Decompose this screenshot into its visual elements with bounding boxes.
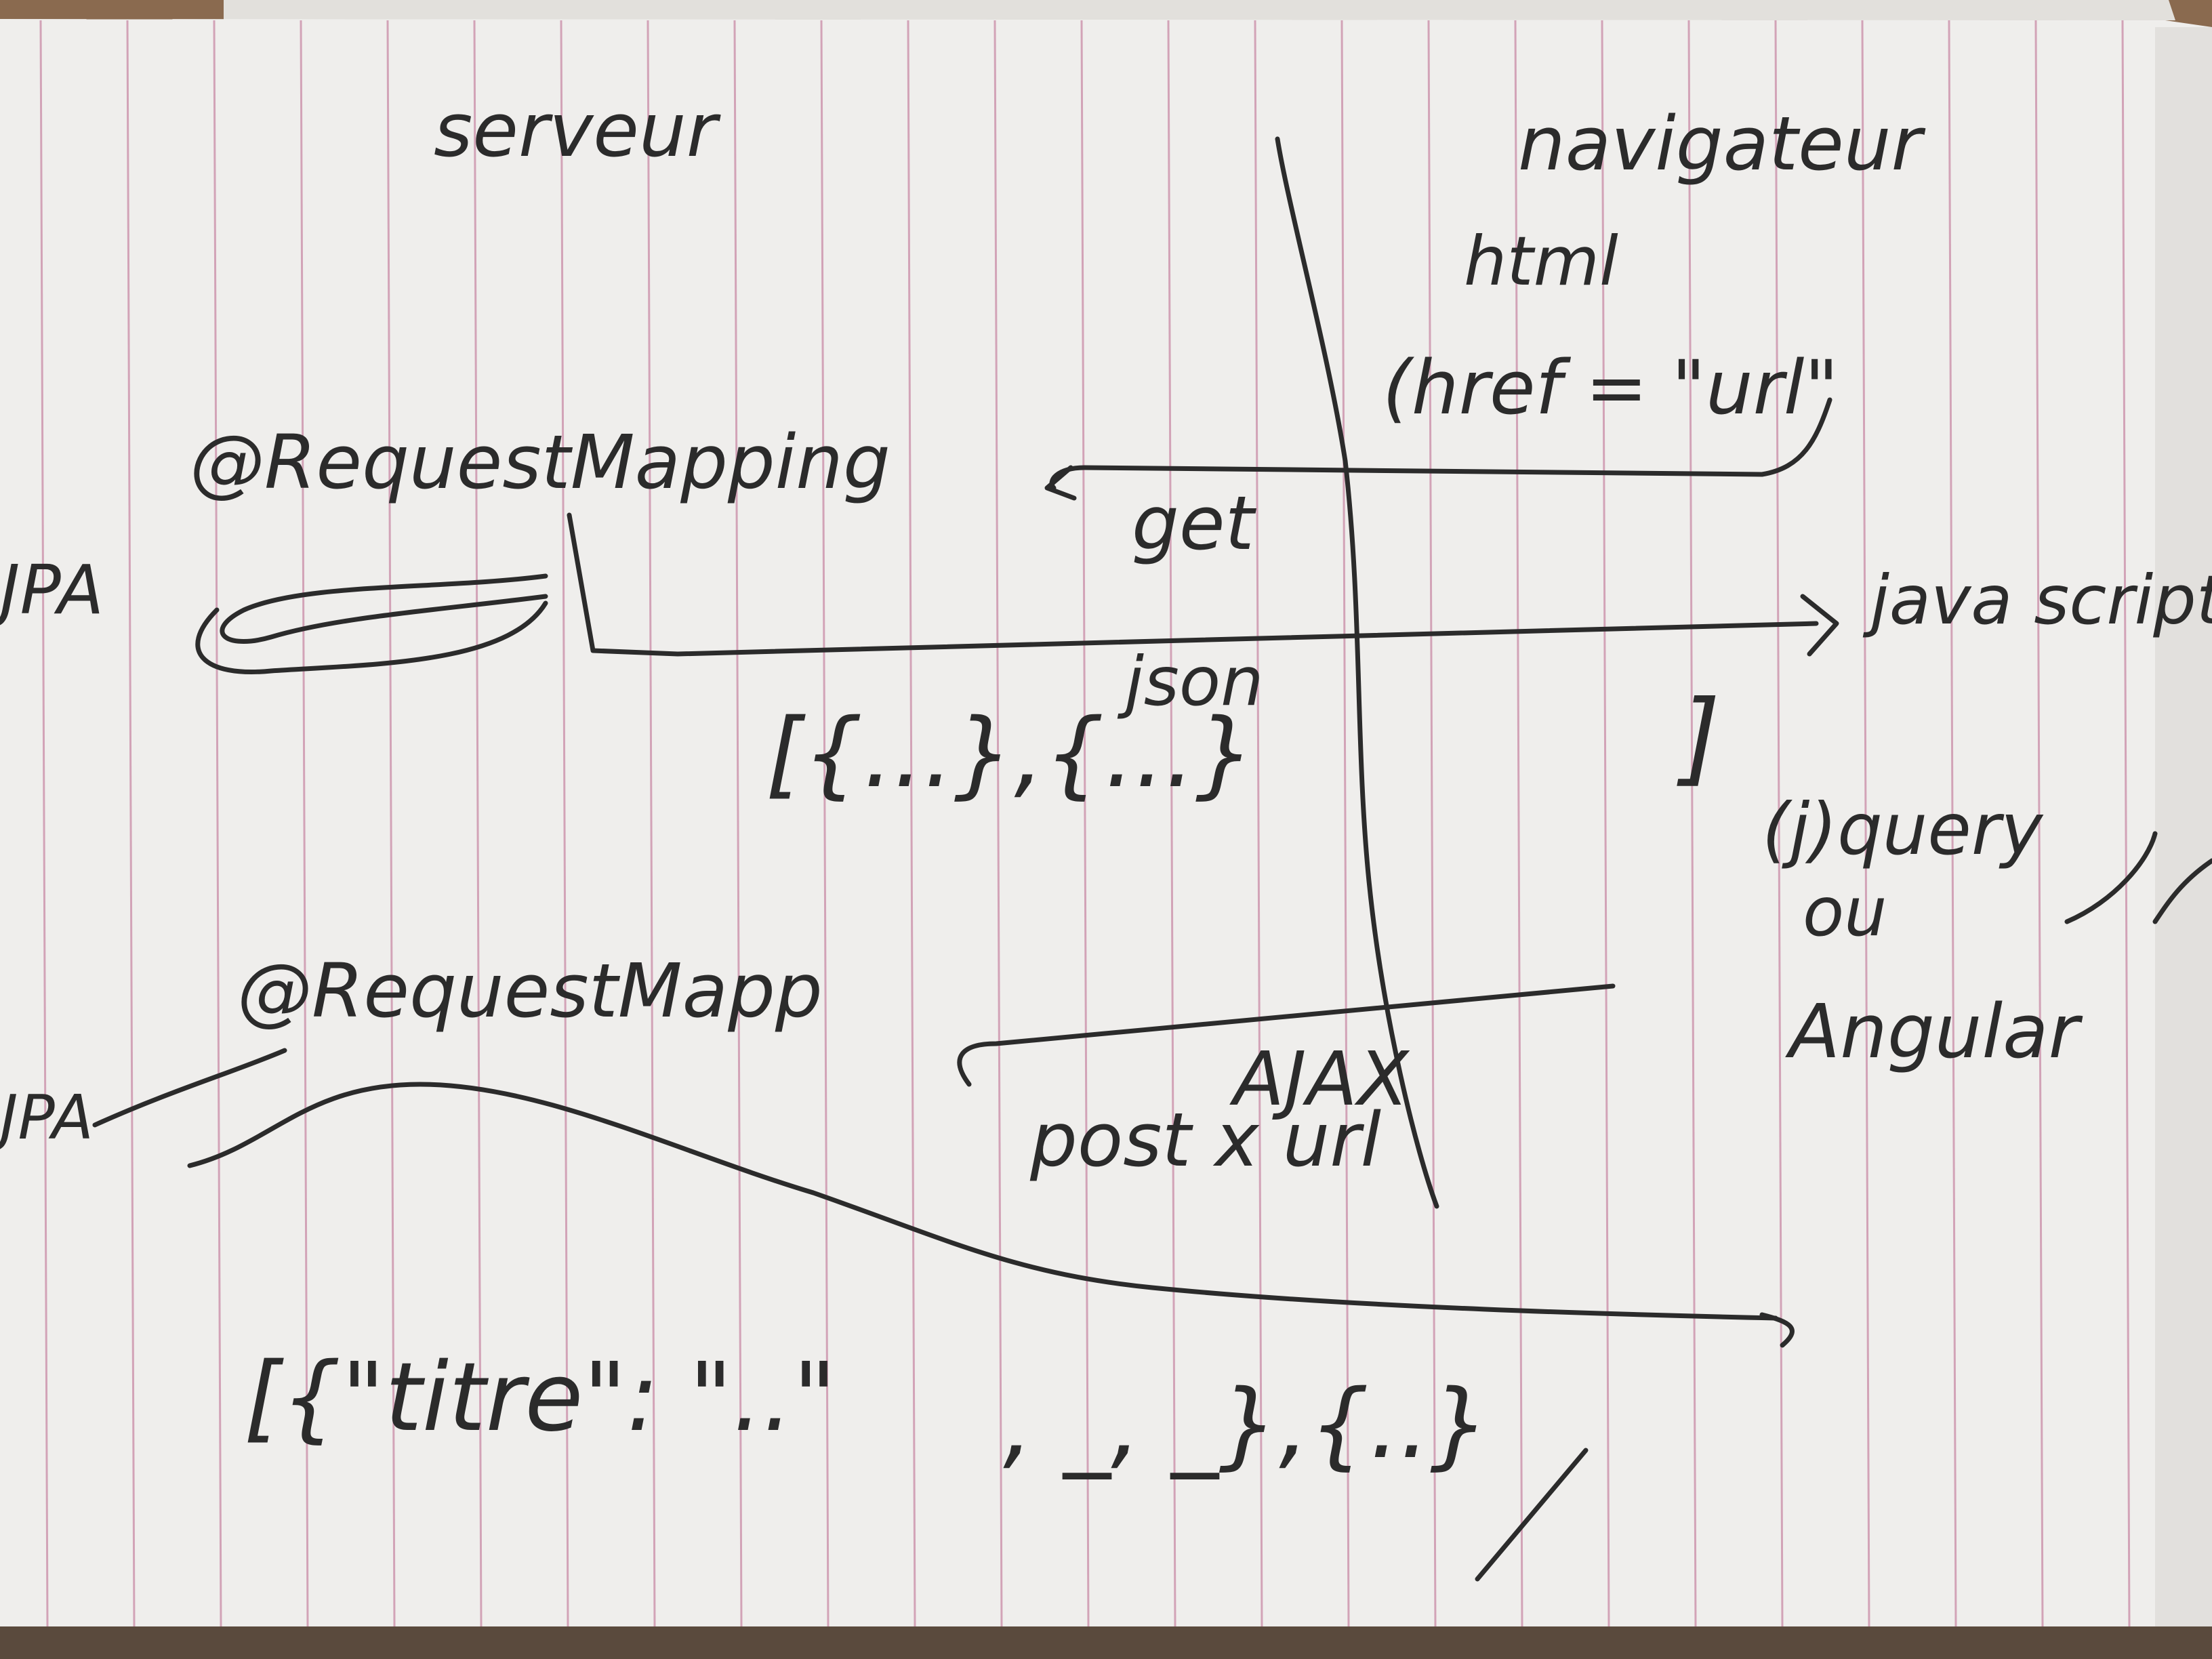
titre-line: [{"titre": ".."	[244, 1343, 836, 1453]
right-slash-1	[2152, 858, 2212, 924]
ruled-line	[1080, 20, 1090, 1627]
ruled-line	[300, 20, 309, 1627]
divider-line	[1275, 136, 1439, 1209]
ruled-line	[733, 20, 743, 1627]
ruled-line	[1427, 20, 1437, 1627]
jpa-bottom: JPA	[0, 1082, 94, 1153]
html-label: html	[1464, 222, 1618, 301]
ink-drawings	[92, 136, 2212, 1582]
ruled-line	[820, 20, 830, 1627]
post-label: post x url	[1029, 1097, 1382, 1183]
get-arrow-head	[1044, 465, 1077, 501]
ruled-lines	[39, 20, 2131, 1627]
get-label: get	[1132, 480, 1257, 567]
request-mapping-top: @RequestMapping	[190, 419, 890, 506]
ruled-line	[126, 20, 136, 1627]
jpa-loop-top-outer	[195, 600, 548, 674]
server-label: serveur	[434, 87, 721, 173]
jpa-loop-top	[220, 573, 548, 644]
ruled-line	[2121, 20, 2131, 1627]
angular-label: Angular	[1785, 988, 2083, 1075]
closing-bracket: ]	[1677, 679, 1721, 797]
ruled-line	[1601, 20, 1610, 1627]
ruled-line	[560, 20, 569, 1627]
ajax-label: AJAX	[1229, 1036, 1410, 1122]
ruled-line	[39, 20, 49, 1627]
ruled-line	[1514, 20, 1523, 1627]
ruled-line	[1687, 20, 1697, 1627]
ruled-line	[2034, 20, 2044, 1627]
ruled-line	[1340, 20, 1350, 1627]
table-bottom	[0, 1626, 2212, 1659]
json-label: json	[1117, 642, 1263, 721]
page-shadow	[2155, 27, 2212, 1659]
ruled-line	[1254, 20, 1263, 1627]
ruled-line	[386, 20, 396, 1627]
ajax-arrow-line	[957, 983, 1616, 1087]
big-response-curve	[187, 1082, 1778, 1321]
ruled-line	[907, 20, 916, 1627]
json-array: [{...},{...}	[766, 699, 1255, 809]
handwriting: serveur navigateur html (href = "url" @R…	[0, 87, 2212, 1480]
href-label: (href = "url"	[1382, 344, 1839, 431]
notebook-page	[0, 19, 2212, 1659]
ruled-line	[1948, 20, 1957, 1627]
jquery-label: (j)query	[1762, 788, 2044, 871]
ruled-line	[473, 20, 483, 1627]
ruled-line	[994, 20, 1003, 1627]
curve-hook	[1759, 1312, 1795, 1348]
page-behind	[224, 0, 2175, 20]
ruled-line	[213, 20, 222, 1627]
titre-rest: , _, _},{..}	[1003, 1370, 1490, 1480]
javascript-label: java script	[1862, 560, 2212, 640]
ruled-line	[1861, 20, 1870, 1627]
browser-label: navigateur	[1518, 100, 1926, 187]
jpa-top: JPA	[0, 550, 104, 630]
bottom-slash	[1475, 1448, 1589, 1582]
get-arrow-line	[1049, 397, 1832, 491]
ruled-line	[1774, 20, 1784, 1627]
json-arrow-head	[1800, 594, 1839, 657]
or-label: ou	[1803, 872, 1887, 951]
request-mapping-bottom: @RequestMapp	[237, 947, 823, 1034]
json-response-line	[567, 512, 1819, 657]
jpa-bottom-line	[92, 1048, 287, 1128]
ruled-line	[1167, 20, 1176, 1627]
ruled-line	[647, 20, 656, 1627]
right-slash-2	[2064, 831, 2158, 924]
